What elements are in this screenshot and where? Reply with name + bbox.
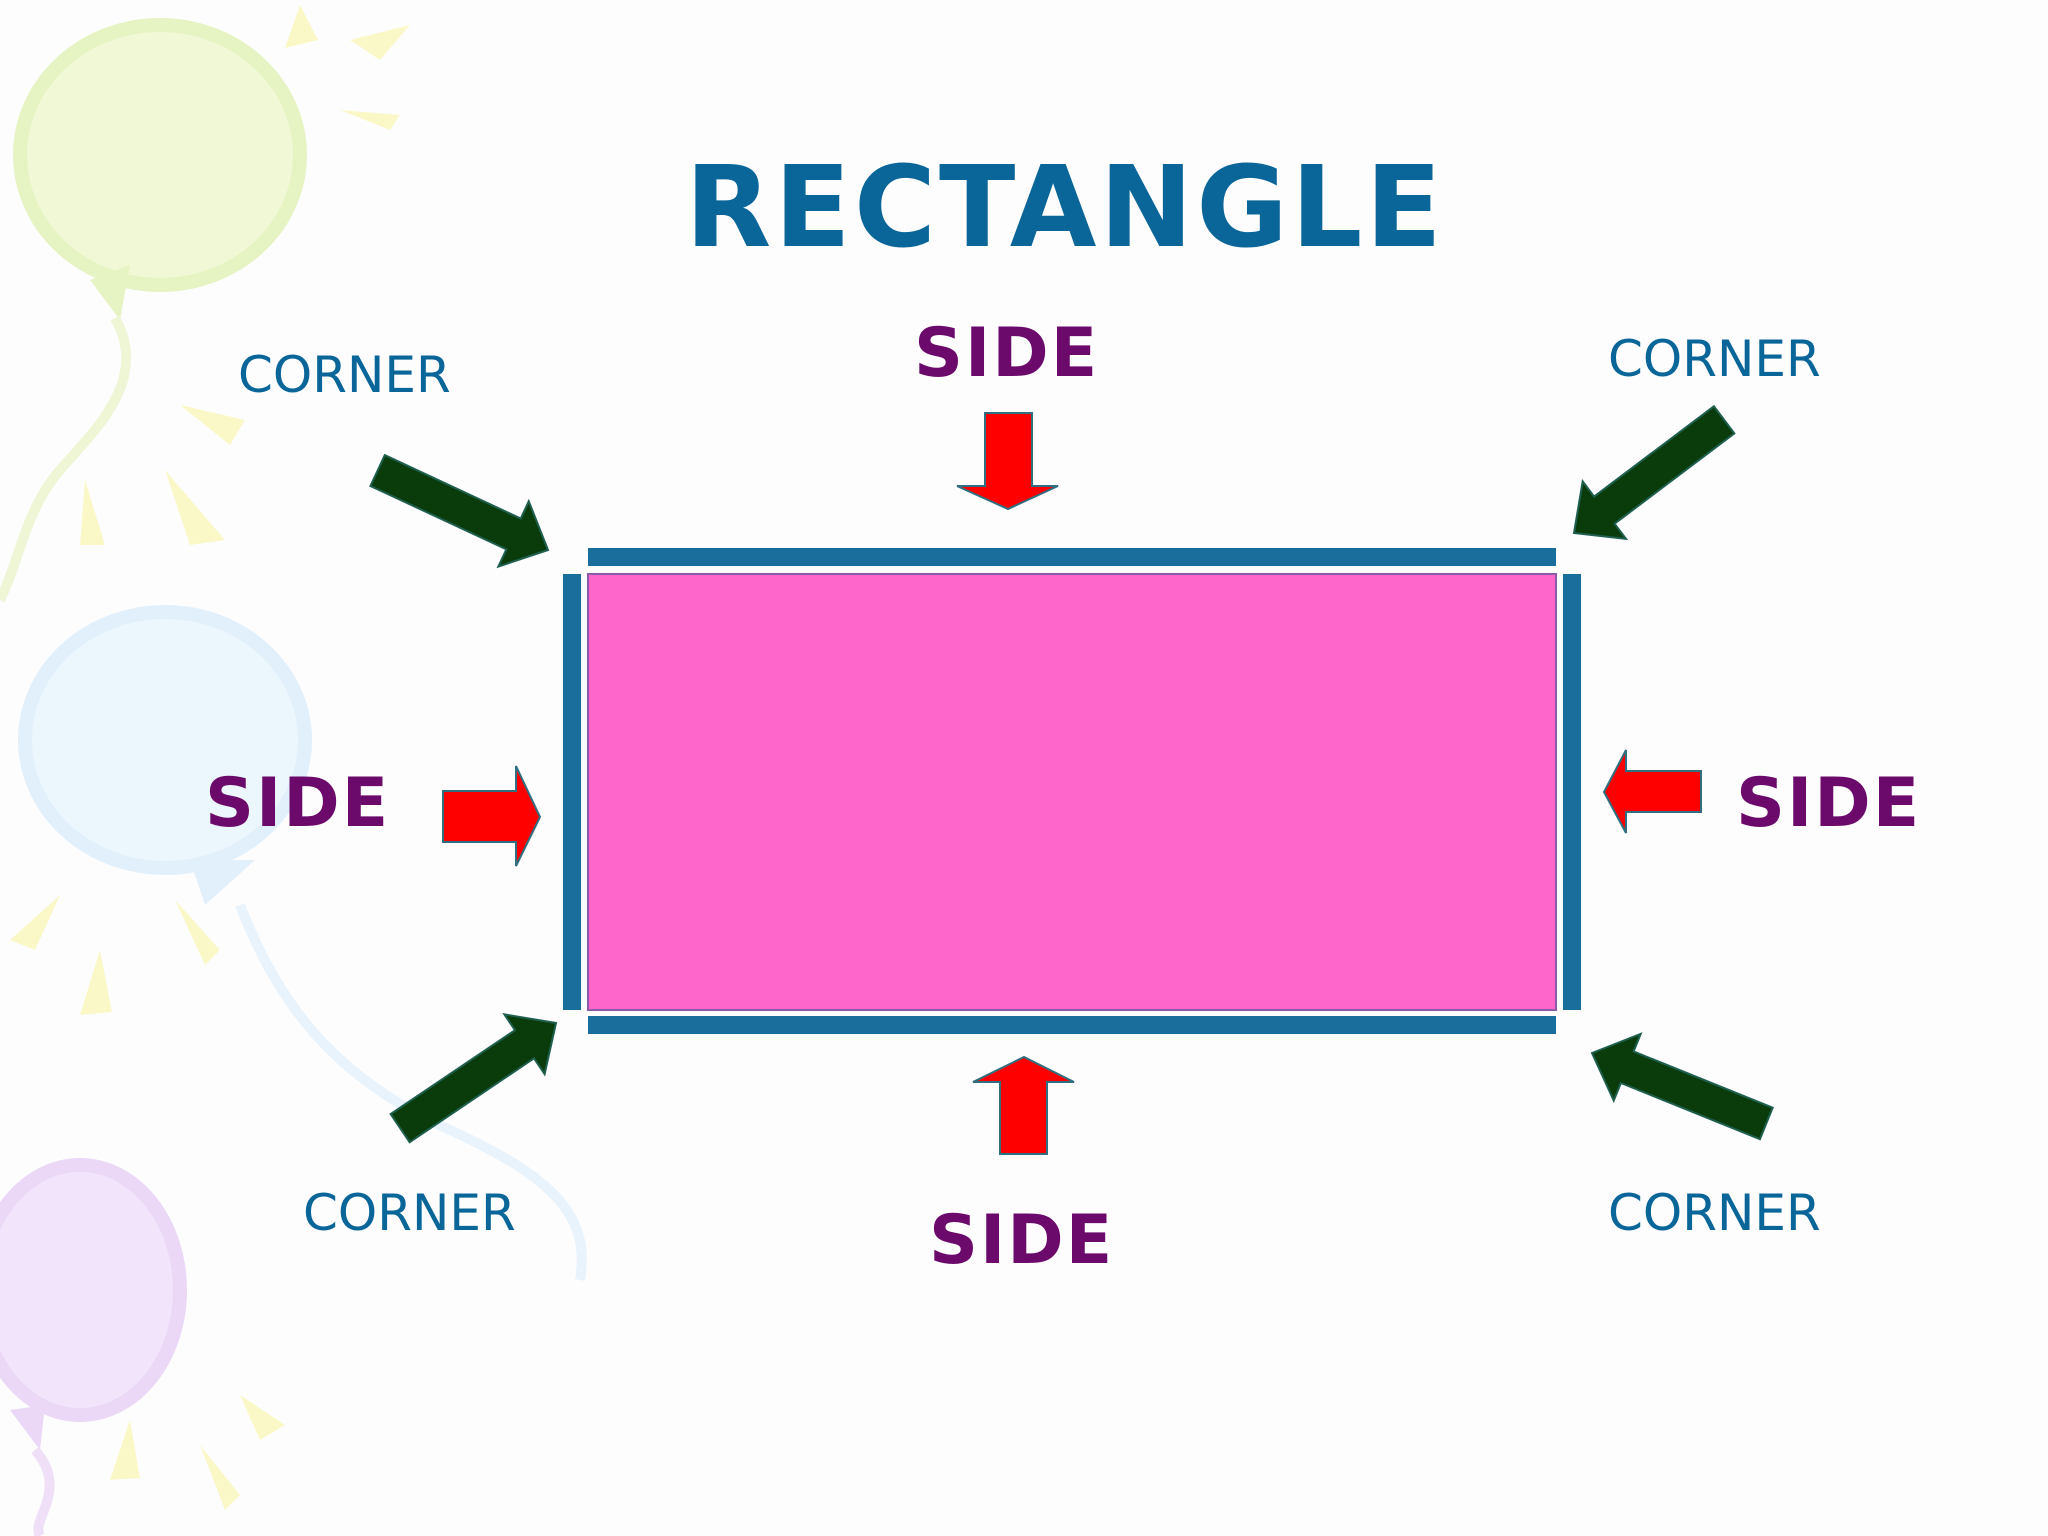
rectangle-shape (587, 573, 1557, 1011)
side-bar-bottom (588, 1016, 1556, 1034)
side-bar-left (563, 574, 581, 1010)
yellow-balloon-icon (0, 5, 410, 603)
corner-label-bottom-right: CORNER (1608, 1184, 1821, 1242)
corner-arrow-bottom-left-icon (389, 1013, 558, 1144)
side-label-right: SIDE (1736, 764, 1922, 843)
corner-arrow-bottom-right-icon (1590, 1032, 1774, 1141)
side-bar-right (1563, 574, 1581, 1010)
side-arrow-left-icon (442, 765, 542, 867)
side-bar-top (588, 548, 1556, 566)
side-label-bottom: SIDE (929, 1201, 1115, 1280)
corner-arrow-top-right-icon (1572, 404, 1736, 541)
corner-label-top-left: CORNER (238, 346, 451, 404)
side-arrow-right-icon (1602, 749, 1702, 834)
corner-label-bottom-left: CORNER (303, 1184, 516, 1242)
side-arrow-top-icon (956, 412, 1059, 511)
page-title: RECTANGLE (685, 143, 1445, 273)
side-label-top: SIDE (914, 314, 1100, 393)
blue-balloon-icon (10, 605, 587, 1281)
corner-arrow-top-left-icon (369, 453, 550, 569)
side-label-left: SIDE (205, 764, 391, 843)
corner-label-top-right: CORNER (1608, 330, 1821, 388)
side-arrow-bottom-icon (972, 1055, 1075, 1155)
purple-balloon-icon (0, 1158, 285, 1536)
